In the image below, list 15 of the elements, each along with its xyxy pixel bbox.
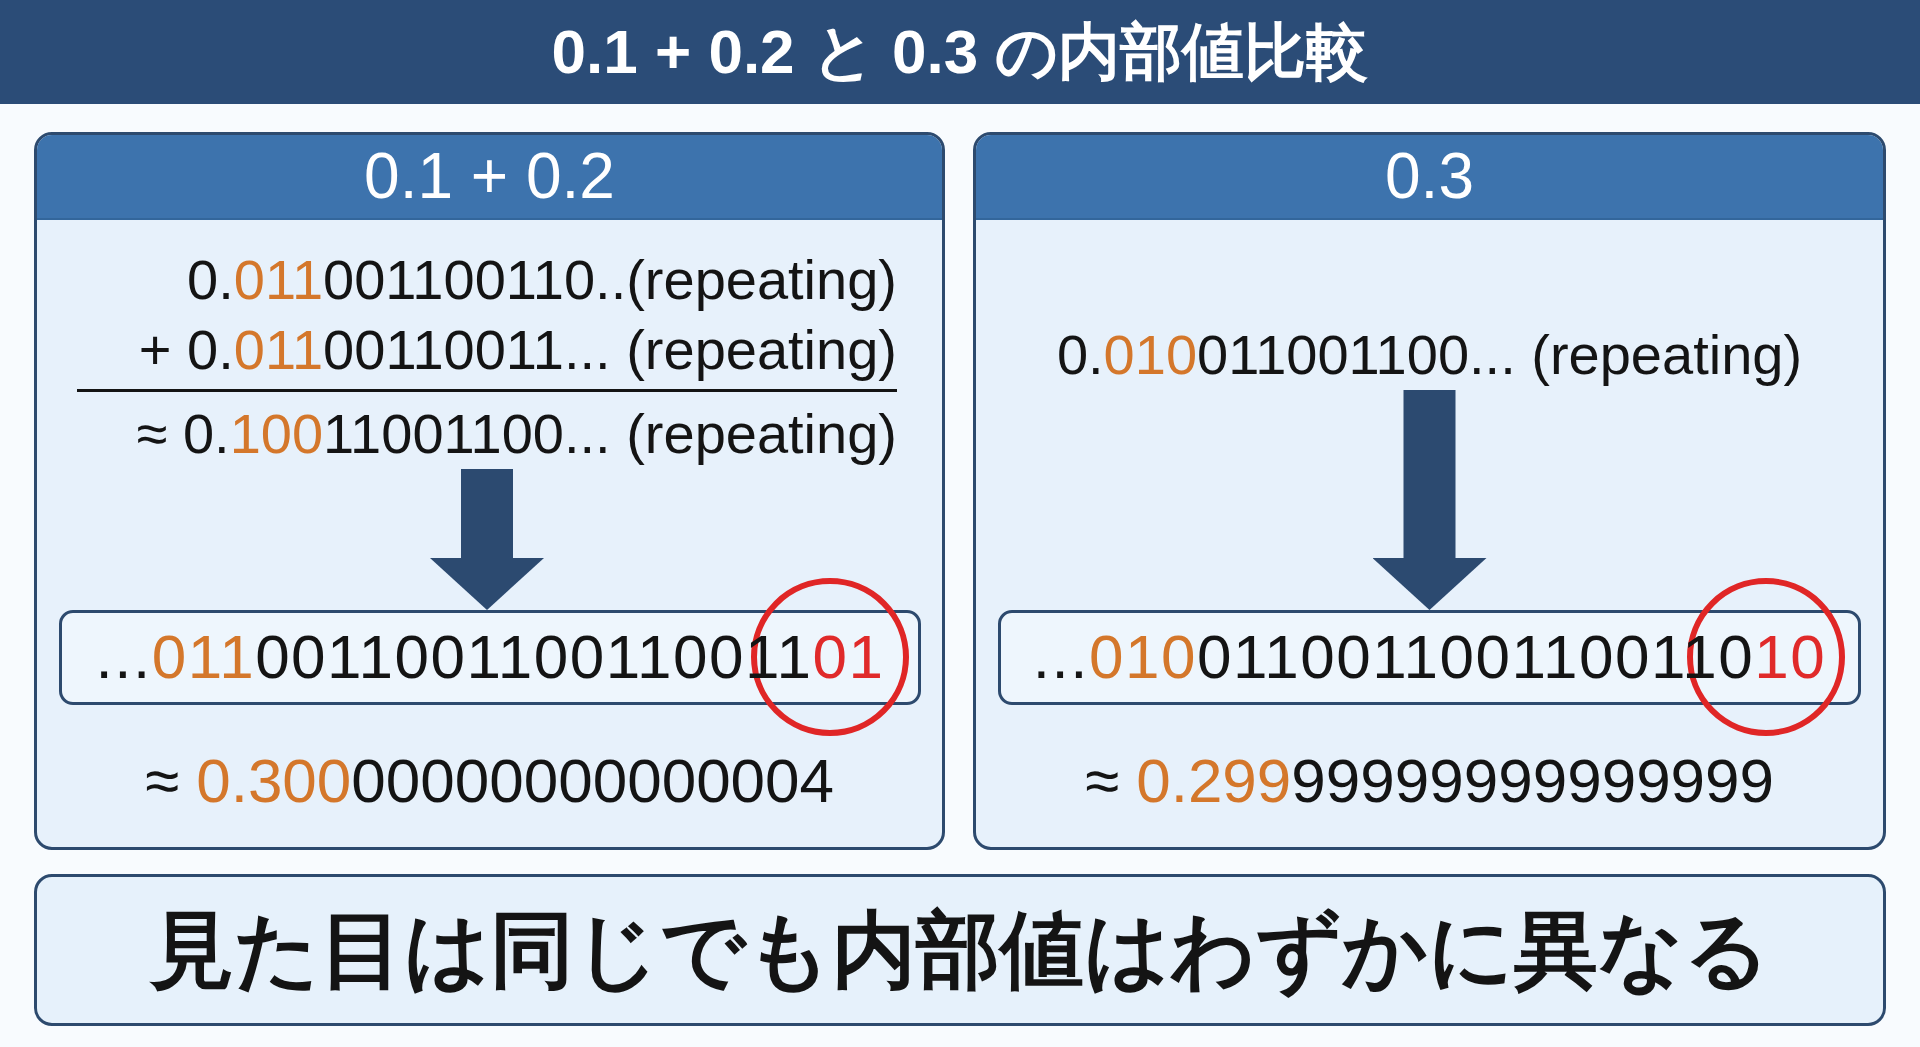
conclusion-text: 見た目は同じでも内部値はわずかに異なる [150,901,1770,999]
approx-decimal-value: ≈ 0.29999999999999999 [1084,746,1775,816]
panel-heading: 0.3 [1385,141,1474,212]
binary-number: 0.011001100110..(repeating) [187,247,897,313]
approx-decimal-value: ≈ 0.30000000000000004 [144,746,835,816]
down-arrow [1372,390,1487,610]
binary-number: ≈ 0.10011001100... (repeating) [136,401,897,467]
conclusion-banner [34,874,1886,1026]
panel-heading: 0.1 + 0.2 [364,141,615,212]
title: 0.1 + 0.2 と 0.3 の内部値比較 [551,16,1369,88]
binary-number: + 0.01100110011... (repeating) [138,317,897,383]
binary-number: 0.010011001100... (repeating) [1056,320,1803,390]
down-arrow [430,469,544,610]
comparison-panel [34,132,945,850]
comparison-panel [973,132,1886,850]
